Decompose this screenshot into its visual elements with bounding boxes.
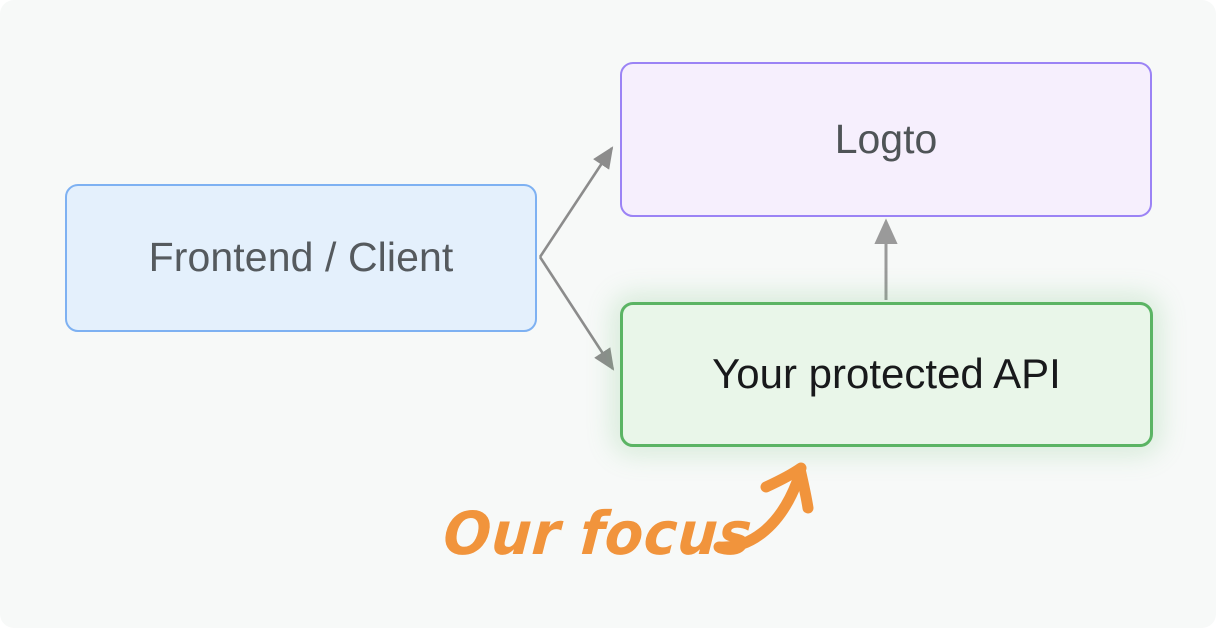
node-frontend-client[interactable]: Frontend / Client <box>65 184 537 332</box>
node-your-protected-api-label: Your protected API <box>712 350 1061 398</box>
edge-frontend-to-api <box>538 256 615 371</box>
our-focus-annotation-text: Our focus <box>441 500 755 569</box>
node-logto-label: Logto <box>834 115 938 162</box>
node-frontend-client-label: Frontend / Client <box>148 234 454 281</box>
edge-frontend-to-logto <box>538 146 614 258</box>
node-logto[interactable]: Logto <box>620 62 1152 217</box>
node-your-protected-api[interactable]: Your protected API <box>620 302 1153 447</box>
